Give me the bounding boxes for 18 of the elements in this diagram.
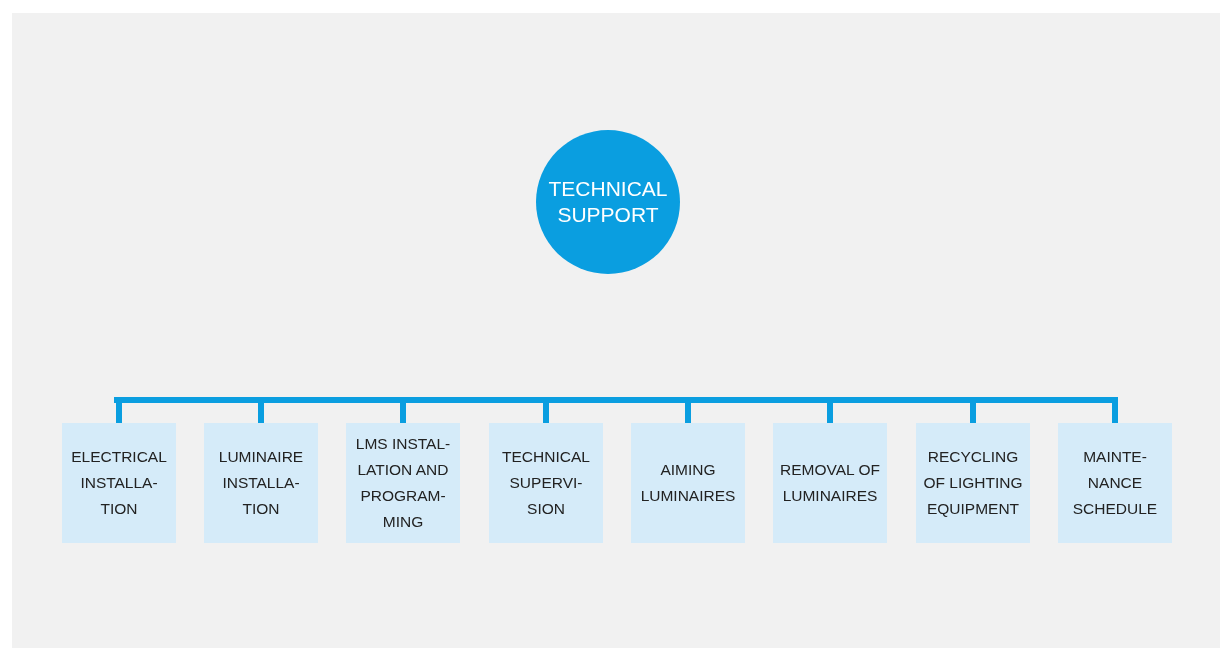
connector-line bbox=[1112, 403, 1118, 423]
service-box: AIMING LUMINAIRES bbox=[631, 423, 745, 543]
service-box: MAINTE- NANCE SCHEDULE bbox=[1058, 423, 1172, 543]
connector-line bbox=[116, 403, 122, 423]
service-box: RECYCLING OF LIGHTING EQUIPMENT bbox=[916, 423, 1030, 543]
service-box: LUMINAIRE INSTALLA- TION bbox=[204, 423, 318, 543]
connector-line bbox=[685, 403, 691, 423]
connector-line bbox=[543, 403, 549, 423]
service-box: TECHNICAL SUPERVI- SION bbox=[489, 423, 603, 543]
connector-line bbox=[258, 403, 264, 423]
connector-line bbox=[970, 403, 976, 423]
service-box: ELECTRICAL INSTALLA- TION bbox=[62, 423, 176, 543]
connector-line bbox=[827, 403, 833, 423]
service-box: LMS INSTAL- LATION AND PROGRAM- MING bbox=[346, 423, 460, 543]
connector-bar bbox=[114, 397, 1118, 403]
service-box: REMOVAL OF LUMINAIRES bbox=[773, 423, 887, 543]
category-circle: TECHNICAL SUPPORT bbox=[536, 130, 680, 274]
connector-line bbox=[400, 403, 406, 423]
